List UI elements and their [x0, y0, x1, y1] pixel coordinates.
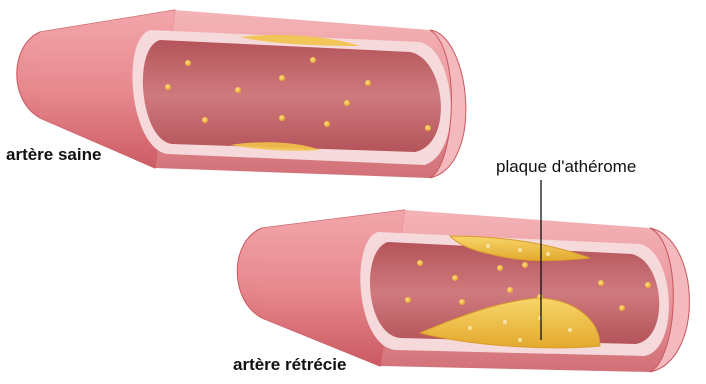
blood-particle: [459, 299, 465, 305]
blood-particle: [619, 305, 625, 311]
blood-particle: [645, 282, 651, 288]
blood-particle: [598, 280, 604, 286]
blood-particle: [279, 115, 285, 121]
blood-particle: [507, 287, 513, 293]
blood-particle: [324, 121, 330, 127]
blood-particle: [344, 100, 350, 106]
plaque-label: plaque d'athérome: [496, 157, 636, 177]
healthy-artery-lumen: [143, 40, 441, 152]
blood-particle: [310, 57, 316, 63]
narrowed-artery-label: artère rétrécie: [233, 355, 346, 375]
blood-particle: [405, 297, 411, 303]
blood-particle: [497, 265, 503, 271]
healthy-artery-label: artère saine: [6, 145, 101, 165]
blood-particle: [165, 84, 171, 90]
blood-particle: [417, 260, 423, 266]
blood-particle: [537, 294, 543, 300]
blood-particle: [452, 275, 458, 281]
blood-particle: [522, 262, 528, 268]
blood-particle: [202, 117, 208, 123]
blood-particle: [365, 80, 371, 86]
blood-particle: [235, 87, 241, 93]
blood-particle: [185, 60, 191, 66]
blood-particle: [425, 125, 431, 131]
blood-particle: [279, 75, 285, 81]
narrowed-artery: [237, 210, 689, 372]
